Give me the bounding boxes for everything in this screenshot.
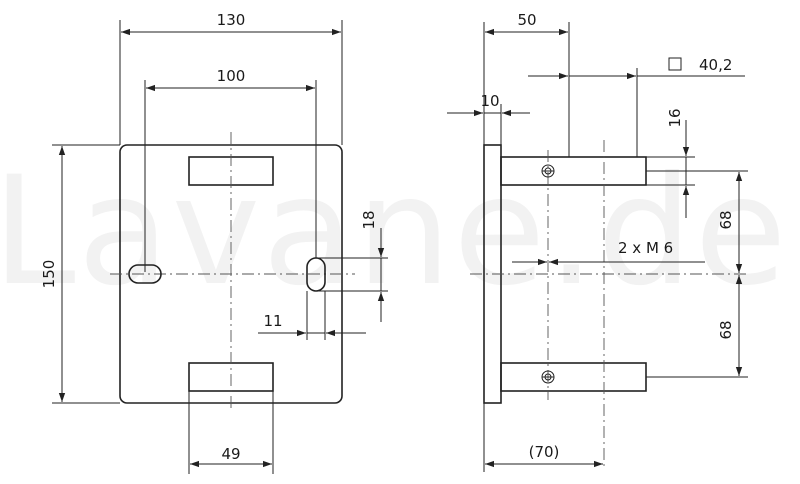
dim-label-plate-thickness: 10	[480, 92, 499, 110]
dim-label-tab-width: 49	[221, 445, 240, 463]
dim-label-square-tube: 40,2	[699, 56, 732, 74]
lower-screw-icon	[541, 370, 555, 384]
dim-label-depth: 50	[517, 11, 536, 29]
side-view: 50 40,2 10 16 68 68 2 x M 6	[447, 11, 750, 472]
front-view: 130 100 150 18 11 49	[40, 11, 388, 474]
dim-label-slot-width: 11	[263, 312, 282, 330]
dim-label-slot-length: 18	[360, 210, 378, 229]
dim-label-lower-offset: 68	[717, 320, 735, 339]
square-symbol-icon	[668, 57, 682, 71]
dim-label-hole-spacing: 100	[217, 67, 246, 85]
watermark-text: Lavane.de	[0, 145, 789, 319]
upper-screw-icon	[541, 164, 555, 178]
dim-label-tab-thickness: 16	[666, 108, 684, 127]
side-lower-tab	[500, 362, 647, 392]
dim-label-upper-offset: 68	[717, 210, 735, 229]
dim-label-width: 130	[217, 11, 246, 29]
dim-label-overall-depth: (70)	[529, 443, 560, 461]
thread-note-label: 2 x M 6	[618, 239, 673, 257]
dim-label-height: 150	[40, 260, 58, 289]
